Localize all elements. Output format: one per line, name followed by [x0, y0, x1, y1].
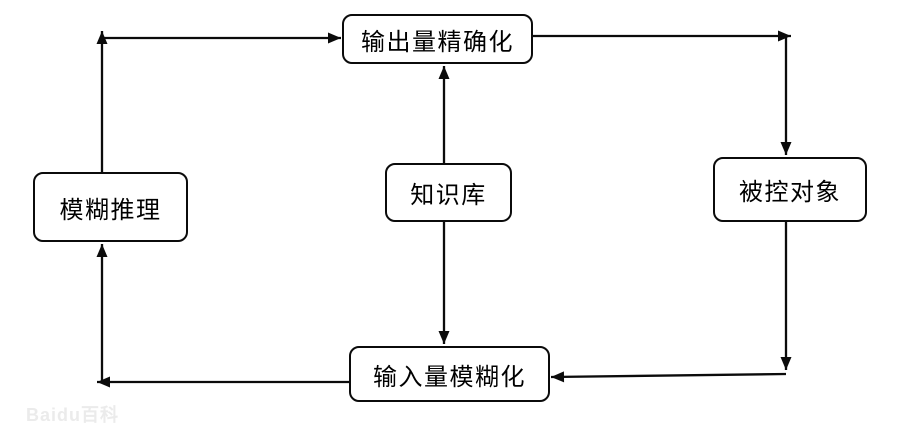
node-input-fuzzification-label: 输入量模糊化	[373, 364, 526, 391]
edge-controlled-object-to-bottom-corner	[780, 222, 792, 370]
baidu-baike-watermark: Baidu百科	[26, 405, 120, 425]
arrowhead	[97, 376, 110, 388]
edge-bottom-corner-to-input-fuzzification	[550, 371, 787, 383]
arrowhead	[96, 244, 108, 257]
node-input-fuzzification: 输入量模糊化	[349, 346, 550, 402]
arrowhead	[328, 32, 341, 44]
edge-left-corner-to-fuzzy-inference	[96, 244, 108, 382]
edge-output-quantification-to-right-corner	[533, 30, 791, 42]
arrowhead	[780, 142, 792, 155]
edge-input-fuzzification-to-left-corner	[97, 376, 349, 388]
edge-knowledge-base-to-output-quantification	[438, 66, 450, 163]
arrowhead	[551, 371, 565, 383]
arrowhead	[778, 30, 791, 42]
node-controlled-object-label: 被控对象	[739, 180, 841, 206]
node-fuzzy-inference-label: 模糊推理	[59, 197, 162, 224]
edge-fuzzy-inference-to-top-corner	[96, 31, 108, 172]
edge-right-corner-to-controlled-object	[780, 37, 792, 155]
node-controlled-object: 被控对象	[713, 157, 867, 222]
node-knowledge-base: 知识库	[385, 163, 512, 222]
edge-knowledge-base-to-input-fuzzification	[438, 222, 450, 344]
arrowhead	[780, 357, 792, 370]
edge-top-corner-to-output-quantification	[102, 32, 341, 44]
arrowhead	[438, 331, 450, 344]
node-fuzzy-inference: 模糊推理	[33, 172, 188, 242]
node-output-quantification: 输出量精确化	[342, 14, 533, 64]
node-output-quantification-label: 输出量精确化	[361, 29, 514, 56]
arrowhead	[438, 66, 450, 79]
node-knowledge-base-label: 知识库	[410, 183, 487, 209]
